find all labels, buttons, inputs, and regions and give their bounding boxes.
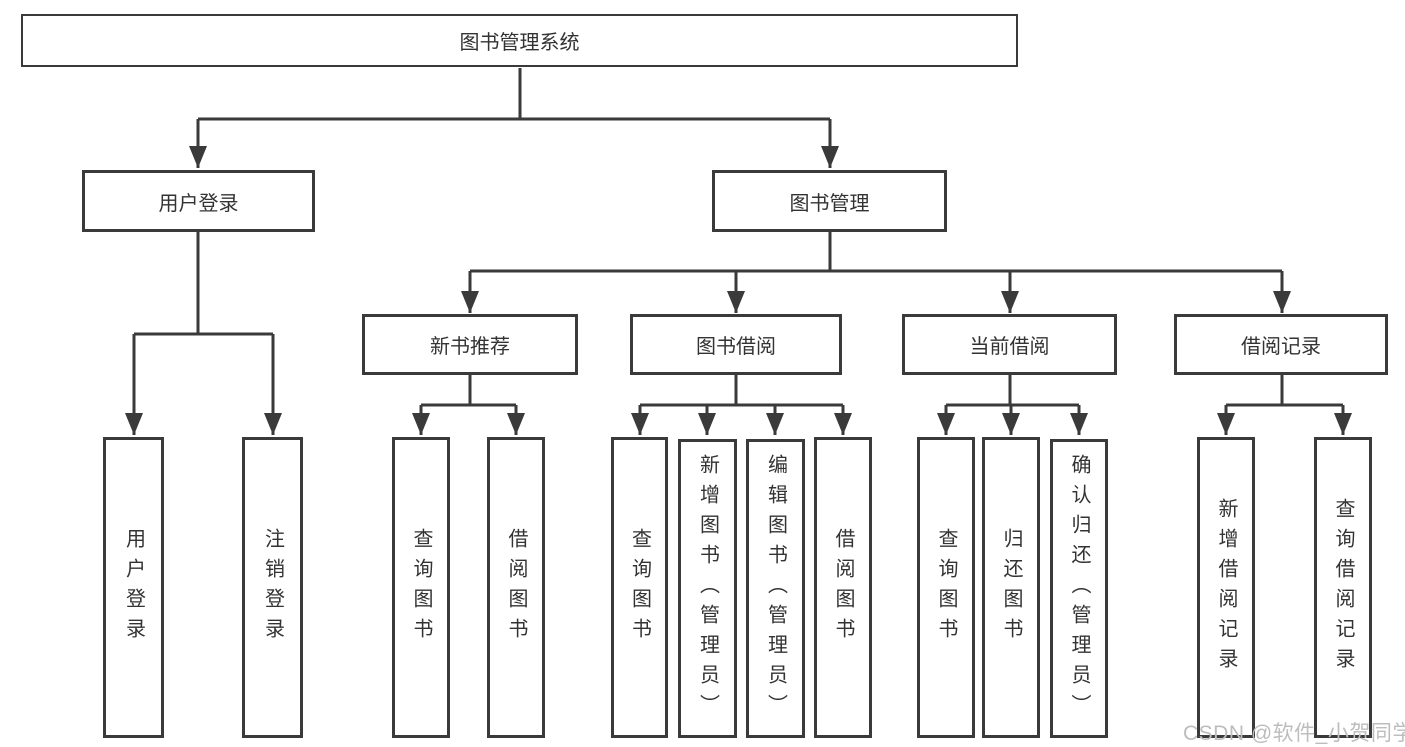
connector-new-book-trunk [421, 375, 516, 407]
connector-borrowing-records-trunk [1226, 375, 1343, 407]
connector-current-borrowing-trunk [946, 375, 1079, 407]
node-current-borrowing: 当前借阅 [902, 314, 1117, 375]
node-user-login: 用户登录 [82, 170, 315, 232]
connector-root-trunk [198, 68, 830, 121]
node-book-management: 图书管理 [712, 170, 947, 232]
leaf-user-login: 用户登录 [103, 437, 164, 738]
leaf-borrow-books-borrowing: 借阅图书 [814, 437, 872, 738]
csdn-watermark: CSDN @软件_小贺同学 [1183, 722, 1405, 745]
leaf-query-books-recommend: 查询图书 [392, 437, 450, 738]
leaf-return-books: 归还图书 [982, 437, 1040, 738]
node-new-book-recommend: 新书推荐 [362, 314, 578, 375]
connector-book-borrowing-trunk [640, 375, 843, 407]
leaf-confirm-return-admin: 确认归还（管理员） [1050, 439, 1108, 738]
leaf-borrow-books-recommend: 借阅图书 [487, 437, 545, 738]
leaf-edit-books-admin: 编辑图书（管理员） [746, 439, 805, 738]
connector-user-login-trunk [134, 232, 273, 336]
node-borrowing-records: 借阅记录 [1174, 314, 1388, 375]
leaf-query-borrow-record: 查询借阅记录 [1314, 437, 1372, 738]
leaf-logout-login: 注销登录 [242, 437, 303, 738]
leaf-add-books-admin: 新增图书（管理员） [678, 439, 737, 738]
leaf-add-borrow-record: 新增借阅记录 [1197, 437, 1255, 738]
leaf-query-books-current: 查询图书 [917, 437, 975, 738]
connector-book-management-trunk [470, 232, 1282, 273]
leaf-query-books-borrowing: 查询图书 [611, 437, 668, 738]
node-root: 图书管理系统 [21, 14, 1018, 67]
node-book-borrowing: 图书借阅 [630, 314, 842, 375]
